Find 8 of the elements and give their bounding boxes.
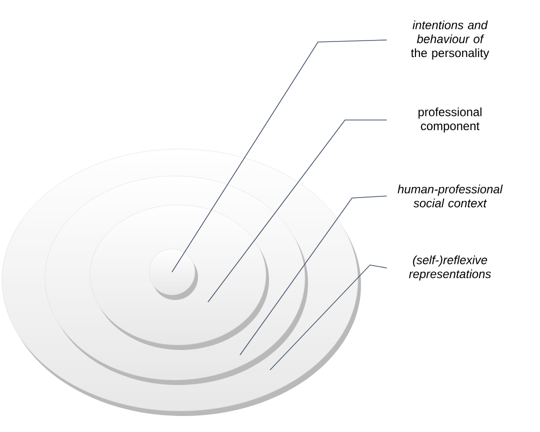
label-text: human-professional social context	[398, 184, 503, 208]
leader-line	[208, 120, 388, 302]
leader-line	[240, 196, 388, 356]
label-text: (self-)reflexive representations	[409, 255, 491, 281]
leader-line	[172, 40, 388, 272]
label-text: intentions and behaviour of the personality	[410, 20, 490, 60]
label-text: professional component	[418, 107, 482, 133]
leader-line	[270, 264, 388, 370]
